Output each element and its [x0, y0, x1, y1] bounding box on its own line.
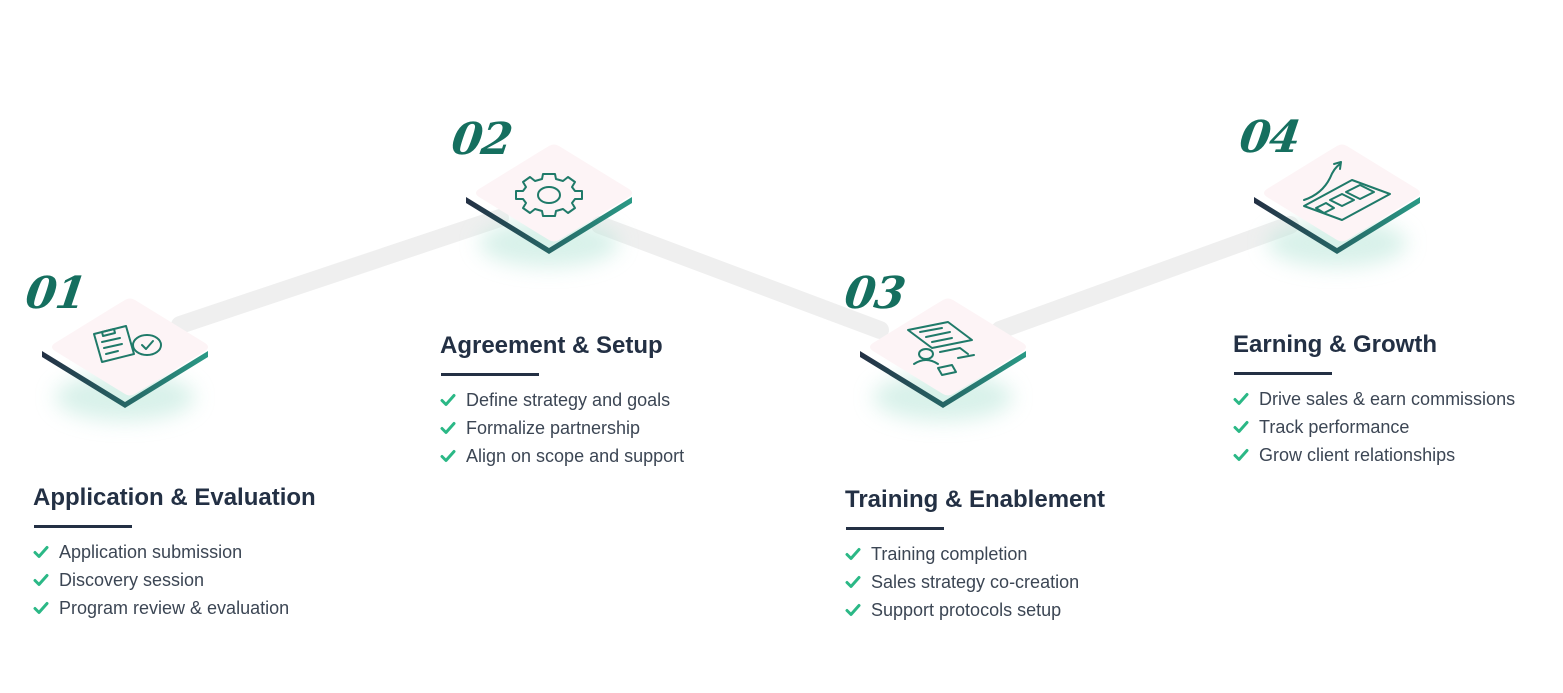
- step-title: Application & Evaluation: [33, 484, 316, 511]
- step-block-01: Application & Evaluation Application sub…: [33, 484, 316, 622]
- list-item: Discovery session: [33, 566, 316, 594]
- check-icon: [1233, 392, 1259, 406]
- list-item-text: Drive sales & earn commissions: [1259, 388, 1516, 409]
- connector-3-4: [991, 216, 1299, 339]
- check-icon: [33, 545, 59, 559]
- list-item: Align on scope and support: [440, 442, 684, 470]
- step-number-02: 02: [448, 114, 515, 165]
- step-number-01: 01: [22, 268, 89, 319]
- list-item-text: Sales strategy co-creation: [871, 571, 1080, 592]
- growth-chart-icon: [1303, 161, 1391, 221]
- step-number-03: 03: [841, 268, 908, 319]
- connector-1-2: [171, 209, 509, 334]
- list-item-text: Formalize partnership: [466, 417, 641, 438]
- step-checklist: Define strategy and goals Formalize part…: [440, 386, 684, 470]
- step-title: Earning & Growth: [1233, 331, 1437, 358]
- list-item-text: Track performance: [1259, 416, 1410, 437]
- training-board-icon: [907, 321, 975, 376]
- connector-2-3: [591, 216, 889, 339]
- list-item: Define strategy and goals: [440, 386, 684, 414]
- list-item: Sales strategy co-creation: [845, 568, 1105, 596]
- list-item-text: Grow client relationships: [1259, 444, 1456, 465]
- list-item: Program review & evaluation: [33, 594, 316, 622]
- check-icon: [845, 547, 871, 561]
- list-item: Formalize partnership: [440, 414, 684, 442]
- list-item-text: Training completion: [871, 543, 1028, 564]
- step-checklist: Training completion Sales strategy co-cr…: [845, 540, 1105, 624]
- list-item: Drive sales & earn commissions: [1233, 385, 1515, 413]
- title-underline: [846, 526, 944, 530]
- check-icon: [845, 575, 871, 589]
- list-item-text: Discovery session: [59, 569, 205, 590]
- step-title: Agreement & Setup: [440, 332, 663, 359]
- step-block-03: Training & Enablement Training completio…: [845, 486, 1105, 624]
- list-item-text: Support protocols setup: [871, 599, 1062, 620]
- list-item: Application submission: [33, 538, 316, 566]
- step-title: Training & Enablement: [845, 486, 1106, 513]
- check-icon: [33, 573, 59, 587]
- step-block-04: Earning & Growth Drive sales & earn comm…: [1233, 331, 1515, 469]
- step-tile-01: [30, 292, 220, 422]
- check-icon: [440, 393, 466, 407]
- step-block-02: Agreement & Setup Define strategy and go…: [440, 332, 684, 470]
- list-item-text: Application submission: [59, 541, 243, 562]
- check-icon: [440, 449, 466, 463]
- title-underline: [1234, 371, 1332, 375]
- check-icon: [33, 601, 59, 615]
- check-icon: [1233, 420, 1259, 434]
- list-item-text: Align on scope and support: [466, 445, 685, 466]
- check-icon: [1233, 448, 1259, 462]
- list-item-text: Define strategy and goals: [466, 389, 671, 410]
- step-tile-03: [848, 292, 1038, 422]
- check-icon: [845, 603, 871, 617]
- step-tile-04: [1242, 138, 1432, 268]
- step-number-04: 04: [1236, 112, 1303, 163]
- title-underline: [34, 524, 132, 528]
- clipboard-clock-icon: [93, 325, 162, 363]
- list-item: Track performance: [1233, 413, 1515, 441]
- list-item-text: Program review & evaluation: [59, 597, 290, 618]
- title-underline: [441, 372, 539, 376]
- list-item: Support protocols setup: [845, 596, 1105, 624]
- step-tile-02: [454, 138, 644, 268]
- step-checklist: Drive sales & earn commissions Track per…: [1233, 385, 1515, 469]
- step-checklist: Application submission Discovery session…: [33, 538, 316, 622]
- gear-icon: [515, 173, 583, 217]
- list-item: Grow client relationships: [1233, 441, 1515, 469]
- check-icon: [440, 421, 466, 435]
- list-item: Training completion: [845, 540, 1105, 568]
